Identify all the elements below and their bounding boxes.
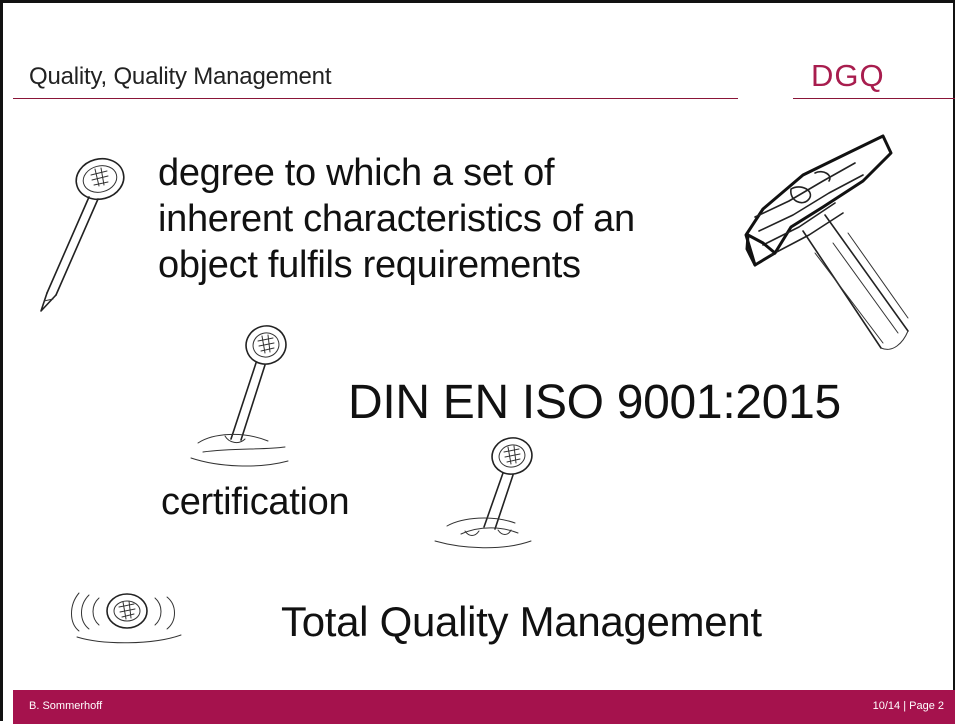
quality-definition: degree to which a set of inherent charac… xyxy=(158,150,738,288)
standard-heading: DIN EN ISO 9001:2015 xyxy=(348,376,841,429)
title-divider xyxy=(13,98,738,99)
definition-line: inherent characteristics of an xyxy=(158,198,635,240)
nail-icon xyxy=(190,325,289,467)
definition-line: object fulfils requirements xyxy=(158,244,581,286)
certification-heading: certification xyxy=(161,481,350,523)
definition-line: degree to which a set of xyxy=(158,152,555,194)
footer-page-number: 10/14 | Page 2 xyxy=(872,700,944,712)
tqm-heading: Total Quality Management xyxy=(281,598,762,645)
dgq-logo: DGQ xyxy=(811,58,885,94)
nail-icon xyxy=(40,157,125,312)
sketch-illustrations xyxy=(40,134,909,644)
footer-author: B. Sommerhoff xyxy=(29,700,103,712)
footer-bar: B. Sommerhoff 10/14 | Page 2 xyxy=(13,690,955,724)
nail-icon xyxy=(434,437,533,549)
slide-title: Quality, Quality Management xyxy=(29,63,332,90)
hammer-icon xyxy=(744,134,909,350)
nail-icon xyxy=(71,592,182,644)
logo-divider xyxy=(793,98,955,99)
dgq-logo-text: DGQ xyxy=(811,58,885,93)
